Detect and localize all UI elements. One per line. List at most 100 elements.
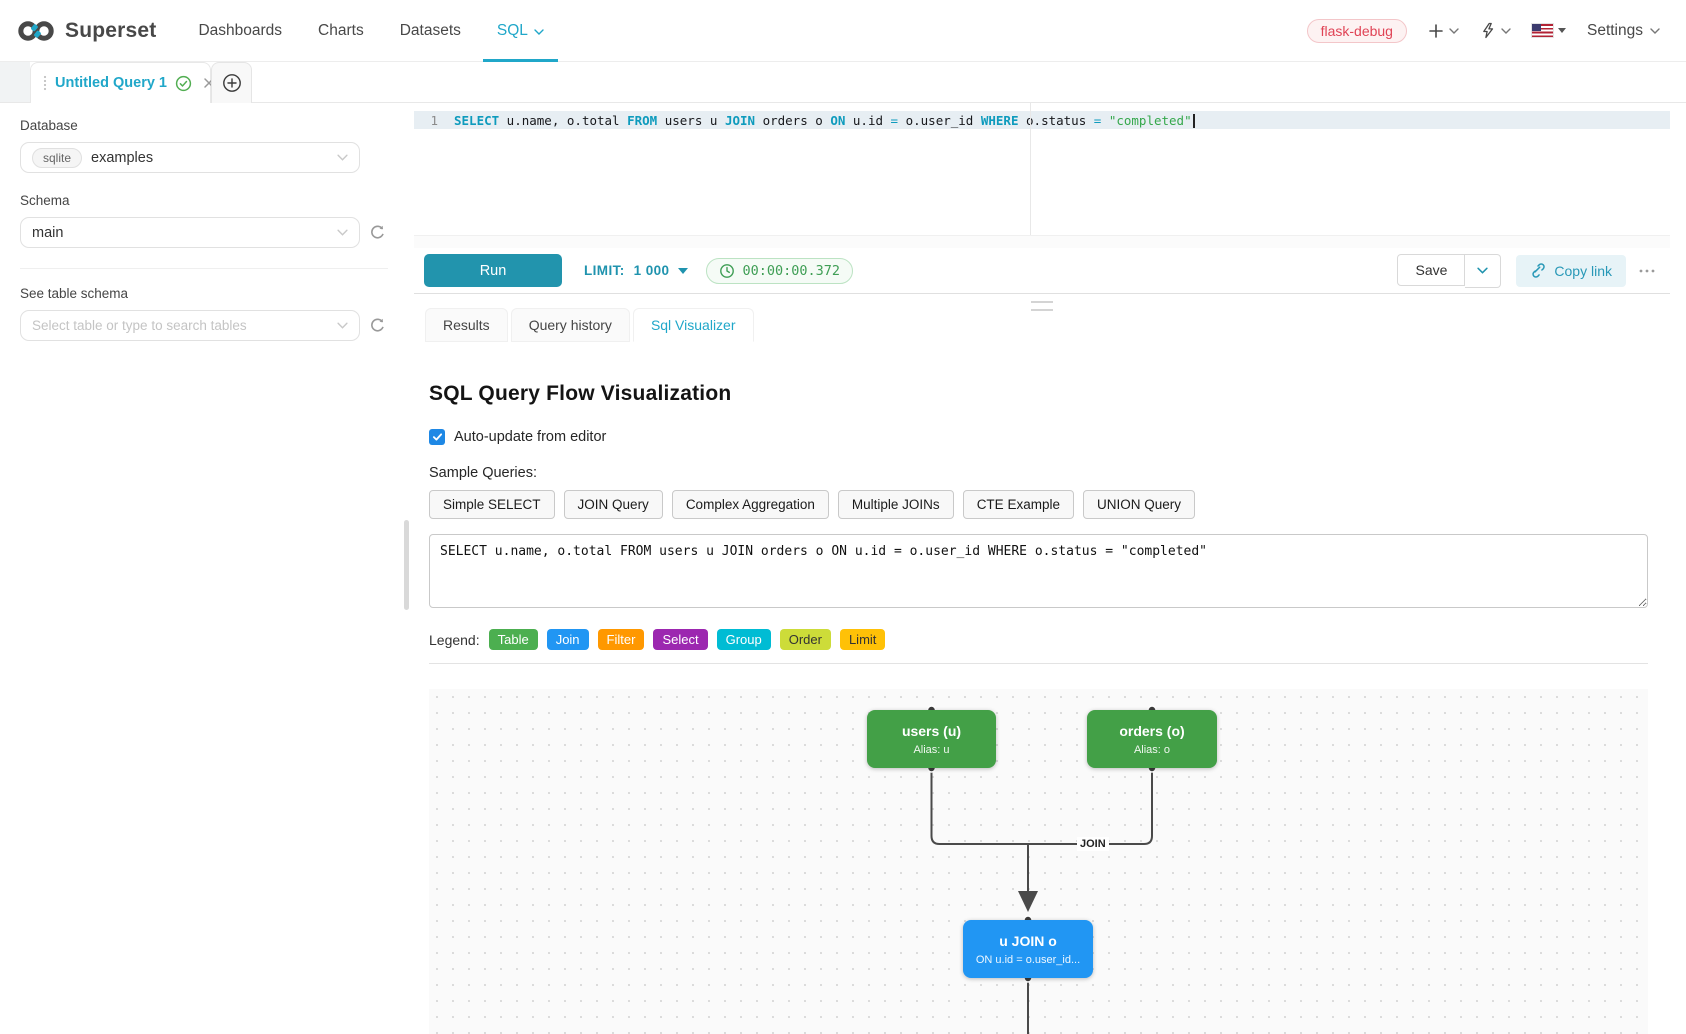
node-subtitle: Alias: o — [1134, 744, 1170, 756]
diagram-node-orders[interactable]: orders (o) Alias: o — [1087, 710, 1217, 768]
editor-toolbar: Run LIMIT: 1 000 00:00:00.372 Save — [414, 248, 1670, 293]
query-search-button[interactable] — [1480, 22, 1511, 39]
superset-infinity-icon — [16, 18, 56, 44]
query-tab-untitled-query-1[interactable]: Untitled Query 1 — [30, 62, 211, 103]
copy-link-button[interactable]: Copy link — [1516, 255, 1626, 287]
south-pane: ResultsQuery historySql Visualizer SQL Q… — [414, 293, 1670, 1034]
navbar-right: flask-debug — [1307, 19, 1660, 43]
database-label: Database — [20, 118, 414, 133]
copy-link-label: Copy link — [1554, 263, 1612, 279]
sample-query-button-complex-aggregation[interactable]: Complex Aggregation — [672, 490, 829, 519]
superset-logo[interactable]: Superset — [16, 18, 156, 44]
save-button[interactable]: Save — [1397, 254, 1465, 286]
database-select[interactable]: sqlite examples — [20, 142, 360, 173]
legend-chip-table: Table — [489, 629, 538, 650]
auto-update-checkbox-row[interactable]: Auto-update from editor — [429, 429, 606, 445]
limit-dropdown[interactable]: LIMIT: 1 000 — [584, 263, 688, 278]
sample-query-buttons: Simple SELECT JOIN Query Complex Aggregati… — [429, 490, 1648, 519]
sample-query-button-simple-select[interactable]: Simple SELECT — [429, 490, 555, 519]
navbar: Superset Dashboards Charts Datasets SQL fla… — [0, 0, 1686, 62]
sample-query-button-union-query[interactable]: UNION Query — [1083, 490, 1195, 519]
diagram-node-users[interactable]: users (u)Alias: u — [867, 710, 996, 768]
more-options-icon[interactable] — [1638, 268, 1656, 274]
settings-menu[interactable]: Settings — [1587, 22, 1660, 40]
sql-editor-line: SELECT u.name, o.total FROM users u JOIN… — [454, 113, 1195, 128]
limit-label: LIMIT: — [584, 263, 625, 278]
visualizer-divider — [429, 663, 1648, 664]
brand-name: Superset — [65, 19, 156, 43]
schema-select-value: main — [32, 225, 63, 241]
nav-item-datasets[interactable]: Datasets — [400, 0, 461, 61]
settings-label: Settings — [1587, 22, 1643, 40]
legend-chip-group: Group — [717, 629, 771, 650]
nav-item-label: Datasets — [400, 22, 461, 40]
tab-query-history[interactable]: Query history — [511, 308, 630, 342]
save-options-button[interactable] — [1465, 254, 1501, 288]
nav-item-label: Dashboards — [198, 22, 282, 40]
sample-query-button-cte-example[interactable]: CTE Example — [963, 490, 1074, 519]
sample-query-button-multiple-joins[interactable]: Multiple JOINs — [838, 490, 954, 519]
chevron-down-icon — [337, 154, 348, 161]
sidebar-divider — [20, 268, 388, 269]
table-select[interactable]: Select table or type to search tables — [20, 310, 360, 341]
refresh-tables-icon[interactable] — [369, 317, 386, 334]
limit-value: 1 000 — [634, 263, 670, 278]
legend-chip-join: Join — [547, 629, 589, 650]
pane-splitter-handle[interactable] — [404, 520, 409, 610]
sample-queries-label: Sample Queries: — [429, 465, 1648, 481]
clock-icon — [719, 263, 735, 279]
legend-chip-filter: Filter — [598, 629, 645, 650]
flow-diagram[interactable]: JOIN users (u)Alias: u orders (o) Alias: o… — [429, 689, 1648, 1034]
database-select-value: examples — [91, 150, 153, 166]
sql-lab-main: 1 SELECT u.name, o.total FROM users u JO… — [414, 103, 1670, 1034]
sample-query-button-join-query[interactable]: JOIN Query — [564, 490, 663, 519]
query-tabbar: Untitled Query 1 — [0, 62, 1686, 103]
sql-code-editor[interactable]: 1 SELECT u.name, o.total FROM users u JO… — [414, 103, 1670, 248]
nav-item-charts[interactable]: Charts — [318, 0, 364, 61]
caret-down-icon — [678, 268, 688, 274]
sql-visualizer-panel: SQL Query Flow Visualization Auto-update… — [414, 382, 1670, 1034]
table-select-placeholder: Select table or type to search tables — [32, 318, 247, 333]
node-subtitle: Alias: u — [913, 744, 949, 756]
nav-item-dashboards[interactable]: Dashboards — [198, 0, 282, 61]
database-engine-badge: sqlite — [32, 148, 82, 168]
editor-gutter: 1 — [414, 103, 452, 236]
chevron-down-icon — [1650, 28, 1660, 34]
pane-resize-handle[interactable] — [1031, 301, 1053, 311]
drag-grip-icon — [43, 75, 47, 91]
checkbox-checked-icon[interactable] — [429, 429, 445, 445]
chevron-down-icon — [1449, 28, 1459, 34]
refresh-schemas-icon[interactable] — [369, 224, 386, 241]
chevron-down-icon — [1477, 267, 1488, 274]
legend-chip-limit: Limit — [840, 629, 885, 650]
diagram-edges — [429, 689, 1648, 1034]
sql-input-textarea[interactable] — [429, 534, 1648, 608]
join-edge-label: JOIN — [1077, 837, 1109, 851]
sql-token — [1101, 113, 1109, 128]
chevron-down-icon — [1501, 28, 1511, 34]
chevron-down-icon — [337, 229, 348, 236]
tab-sql-visualizer[interactable]: Sql Visualizer — [633, 308, 754, 342]
line-number: 1 — [430, 113, 438, 128]
new-item-button[interactable] — [1428, 23, 1459, 39]
editor-scrollbar[interactable] — [414, 235, 1670, 248]
lightning-icon — [1480, 22, 1496, 39]
node-title: orders (o) — [1119, 723, 1184, 739]
nav-item-sql[interactable]: SQL — [497, 0, 544, 61]
save-button-group: Save — [1397, 254, 1501, 288]
legend-chip-select: Select — [653, 629, 707, 650]
saved-check-icon — [175, 75, 192, 92]
schema-select[interactable]: main — [20, 217, 360, 248]
sql-token: orders o — [755, 113, 830, 128]
legend-chip-order: Order — [780, 629, 831, 650]
auto-update-label: Auto-update from editor — [454, 429, 606, 445]
new-query-tab-button[interactable] — [211, 62, 252, 103]
sql-token: SELECT — [454, 113, 499, 128]
language-picker[interactable] — [1532, 24, 1566, 37]
tab-results[interactable]: Results — [425, 308, 508, 342]
chevron-down-icon — [534, 29, 544, 35]
diagram-node-join[interactable]: u JOIN oON u.id = o.user_id... — [963, 920, 1093, 978]
run-button[interactable]: Run — [424, 254, 562, 287]
chevron-down-icon — [337, 322, 348, 329]
